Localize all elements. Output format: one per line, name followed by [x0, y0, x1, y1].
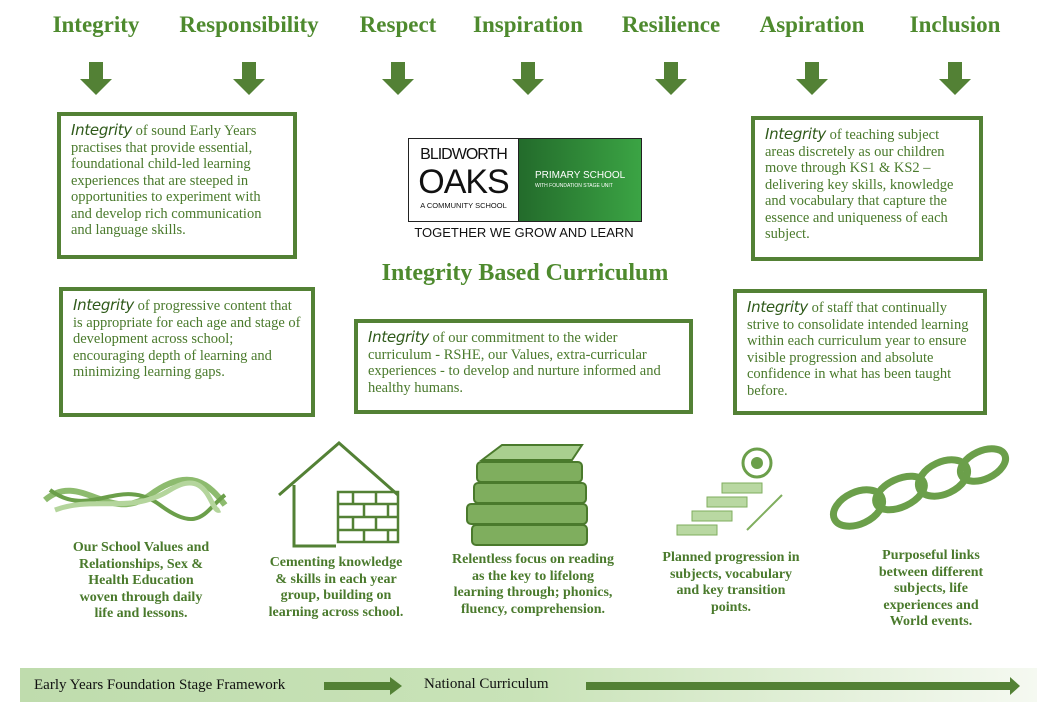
house-bricks-icon — [278, 441, 400, 548]
books-stack-icon — [466, 444, 588, 546]
long-arrow-right-icon — [586, 677, 1020, 695]
logo-line1: BLIDWORTH — [420, 146, 508, 163]
value-resilience: Resilience — [621, 12, 721, 37]
woven-ribbons-icon — [43, 476, 228, 522]
keyword: Integrity — [368, 328, 429, 346]
national-curriculum-label: National Curriculum — [424, 676, 549, 692]
caption-links: Purposeful links between different subje… — [878, 548, 984, 629]
logo-line3: A COMMUNITY SCHOOL — [420, 201, 507, 210]
box-text: of teaching subject areas discretely as … — [765, 127, 954, 242]
arrow-down-icon — [796, 62, 828, 95]
keyword: Integrity — [73, 296, 134, 314]
value-integrity: Integrity — [52, 12, 140, 37]
page-title: Integrity Based Curriculum — [381, 260, 669, 286]
box-text: of our commitment to the wider curriculu… — [368, 330, 661, 396]
integrity-box-staff: Integrity of staff that continually stri… — [733, 289, 987, 415]
logo-line2: OAKS — [418, 163, 509, 201]
chain-links-icon — [829, 445, 1010, 530]
arrow-down-icon — [80, 62, 112, 95]
arrow-down-icon — [382, 62, 414, 95]
caption-progression: Planned progression in subjects, vocabul… — [662, 550, 800, 615]
integrity-box-wider-curriculum: Integrity of our commitment to the wider… — [354, 319, 693, 414]
keyword: Integrity — [747, 298, 808, 316]
arrow-right-icon — [324, 677, 402, 695]
logo-right1: PRIMARY SCHOOL — [535, 170, 626, 181]
caption-values: Our School Values and Relationships, Sex… — [72, 540, 210, 621]
arrow-down-icon — [939, 62, 971, 95]
eyfs-label: Early Years Foundation Stage Framework — [34, 677, 286, 693]
value-inspiration: Inspiration — [473, 12, 583, 37]
value-respect: Respect — [359, 12, 437, 37]
progress-steps-target-icon — [676, 447, 783, 536]
box-text: of progressive content that is appropria… — [73, 298, 301, 380]
integrity-box-progressive: Integrity of progressive content that is… — [59, 287, 315, 417]
caption-reading: Relentless focus on reading as the key t… — [452, 552, 614, 617]
value-inclusion: Inclusion — [909, 12, 1001, 37]
integrity-box-subjects: Integrity of teaching subject areas disc… — [751, 116, 983, 261]
tagline: TOGETHER WE GROW AND LEARN — [414, 225, 634, 240]
caption-cementing: Cementing knowledge & skills in each yea… — [268, 555, 404, 620]
value-responsibility: Responsibility — [179, 12, 319, 37]
arrow-down-icon — [655, 62, 687, 95]
box-text: of staff that continually strive to cons… — [747, 300, 969, 399]
keyword: Integrity — [765, 125, 826, 143]
arrow-down-icon — [233, 62, 265, 95]
keyword: Integrity — [71, 121, 132, 139]
integrity-box-early-years: Integrity of sound Early Years practises… — [57, 112, 297, 259]
logo-right2: WITH FOUNDATION STAGE UNIT — [535, 183, 613, 189]
arrow-down-icon — [512, 62, 544, 95]
curriculum-timeline-bar: Early Years Foundation Stage Framework N… — [20, 668, 1037, 702]
value-aspiration: Aspiration — [759, 12, 865, 37]
school-logo: BLIDWORTH OAKS A COMMUNITY SCHOOL PRIMAR… — [408, 138, 642, 222]
box-text: of sound Early Years practises that prov… — [71, 123, 262, 238]
